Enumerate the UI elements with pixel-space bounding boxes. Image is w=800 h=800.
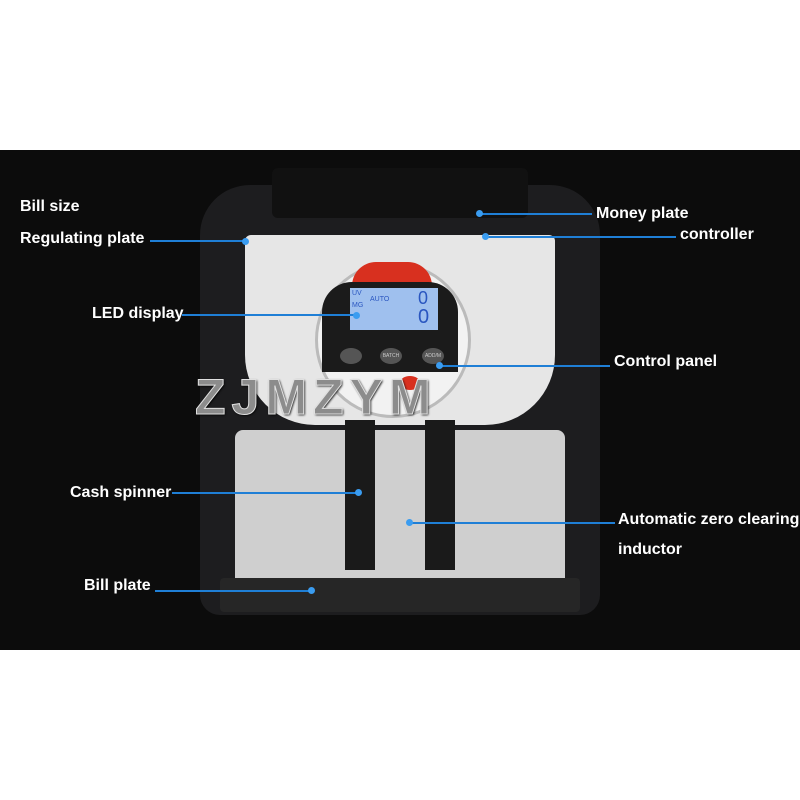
- label-bill-plate: Bill plate: [84, 577, 151, 594]
- label-auto-zero: Automatic zero clearing: [618, 511, 800, 528]
- uv-indicator: UV: [352, 290, 362, 297]
- button-label: ADD/M: [424, 353, 442, 359]
- label-regulating-plate: Regulating plate: [20, 230, 145, 247]
- count-bottom: 0: [418, 306, 430, 328]
- label-cash-spinner: Cash spinner: [70, 484, 172, 501]
- button-label: BATCH: [382, 353, 400, 359]
- button-1[interactable]: [340, 348, 362, 364]
- count-top: 0: [418, 288, 429, 308]
- start-button[interactable]: [400, 376, 420, 390]
- label-controller: controller: [680, 226, 754, 243]
- mode-indicator: AUTO: [370, 296, 390, 303]
- mg-indicator: MG: [352, 302, 364, 309]
- led-display: UV MG AUTO 0 0: [350, 288, 438, 330]
- label-bill-size: Bill size: [20, 198, 80, 215]
- add-button[interactable]: ADD/M: [422, 348, 444, 364]
- watermark: ZJMZYM: [195, 369, 437, 426]
- label-inductor: inductor: [618, 541, 682, 558]
- label-control-panel: Control panel: [614, 353, 718, 370]
- batch-button[interactable]: BATCH: [380, 348, 402, 364]
- label-led-display: LED display: [92, 305, 184, 322]
- label-money-plate: Money plate: [596, 205, 689, 222]
